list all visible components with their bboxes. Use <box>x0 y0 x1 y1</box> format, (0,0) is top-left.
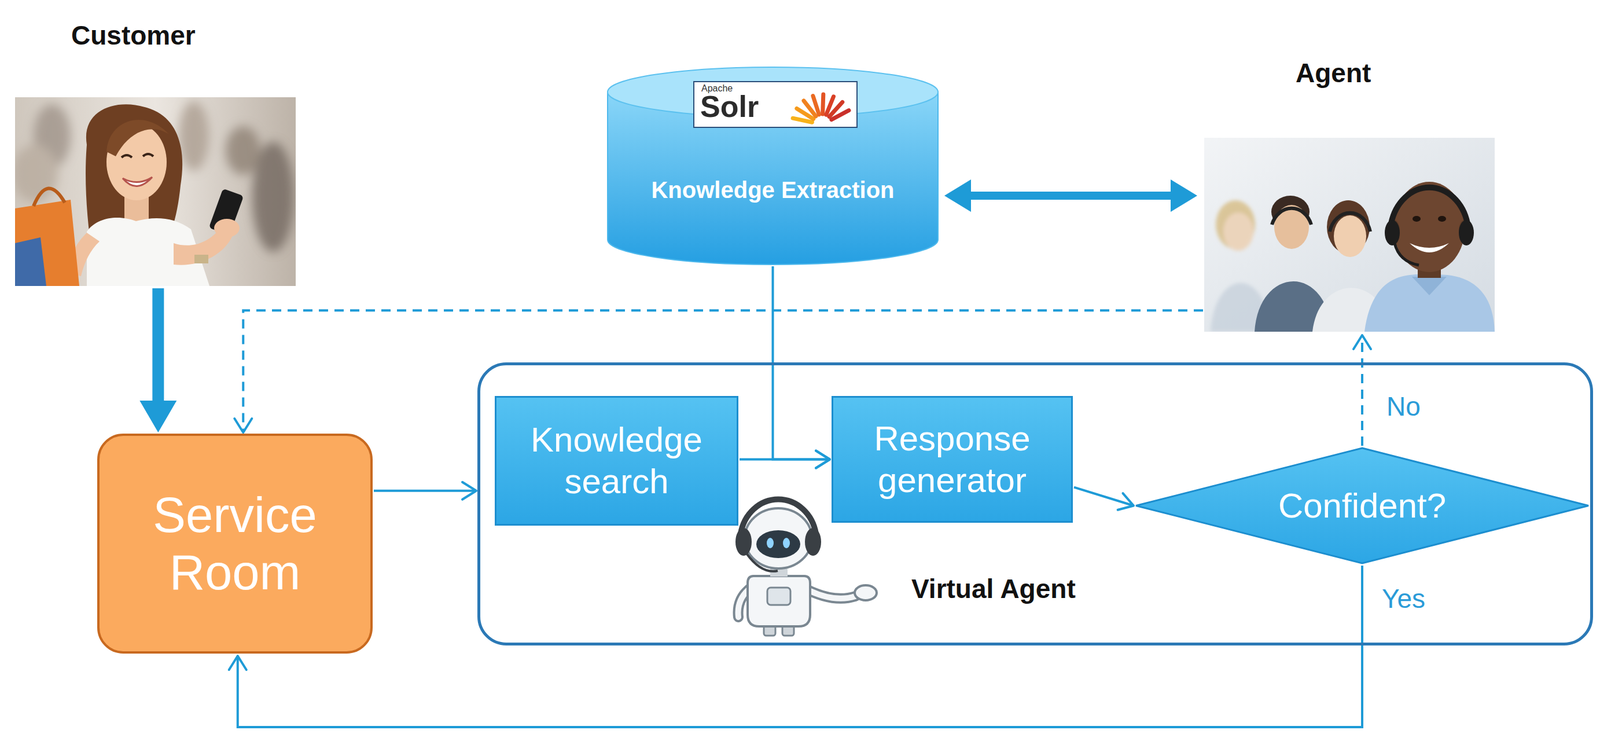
connector-line <box>237 565 1363 727</box>
logo-text: Solr <box>700 91 759 122</box>
connector <box>1073 487 1134 510</box>
arrowhead <box>139 400 177 433</box>
database-cylinder: Knowledge Extraction <box>607 66 939 266</box>
connector <box>373 482 477 500</box>
decision-diamond: Confident? <box>1134 446 1590 565</box>
customer-photo <box>15 97 296 286</box>
connector-line <box>1361 335 1364 446</box>
node-label: Knowledge Extraction <box>607 176 939 204</box>
node-heading: Customer <box>71 20 196 51</box>
arrowhead <box>234 418 252 433</box>
arrowhead <box>1170 179 1198 212</box>
logo-ray <box>831 110 849 120</box>
arrowhead <box>815 450 830 469</box>
edge-label: No <box>1384 390 1423 423</box>
logo-frame <box>693 81 857 128</box>
arrowhead <box>1117 493 1134 510</box>
arrowhead <box>1353 335 1371 349</box>
service-room-box: Service Room <box>97 433 373 654</box>
node-label: Service Room <box>119 486 351 602</box>
edge-label: Yes <box>1379 582 1428 615</box>
logo-ray <box>822 94 824 114</box>
customer-photo-frame: Customer <box>15 97 296 286</box>
node-label: Knowledge search <box>504 418 729 503</box>
arrowhead <box>229 655 247 670</box>
diamond-outline <box>1135 447 1589 564</box>
connector-line <box>152 288 164 407</box>
connector <box>139 288 177 433</box>
arrowhead <box>944 179 971 212</box>
arrowhead <box>462 482 477 500</box>
connector <box>944 179 1198 212</box>
connector <box>1353 335 1371 446</box>
connector-line <box>373 489 477 492</box>
node-heading: Agent <box>1295 57 1371 89</box>
node-label: Response generator <box>841 417 1064 502</box>
agent-photo-frame: Agent <box>1204 137 1495 332</box>
process-box: Response generator <box>831 395 1073 523</box>
logo-ray <box>813 96 820 115</box>
connector <box>773 266 831 469</box>
logo-ray <box>792 118 812 123</box>
connector-line <box>965 191 1176 200</box>
process-box: Knowledge search <box>494 395 739 526</box>
agent-photo <box>1204 137 1495 332</box>
cylinder-shape <box>607 66 939 266</box>
node-label: Confident? <box>1278 484 1447 527</box>
group-heading: Virtual Agent <box>911 573 1076 605</box>
connector <box>229 565 1363 727</box>
